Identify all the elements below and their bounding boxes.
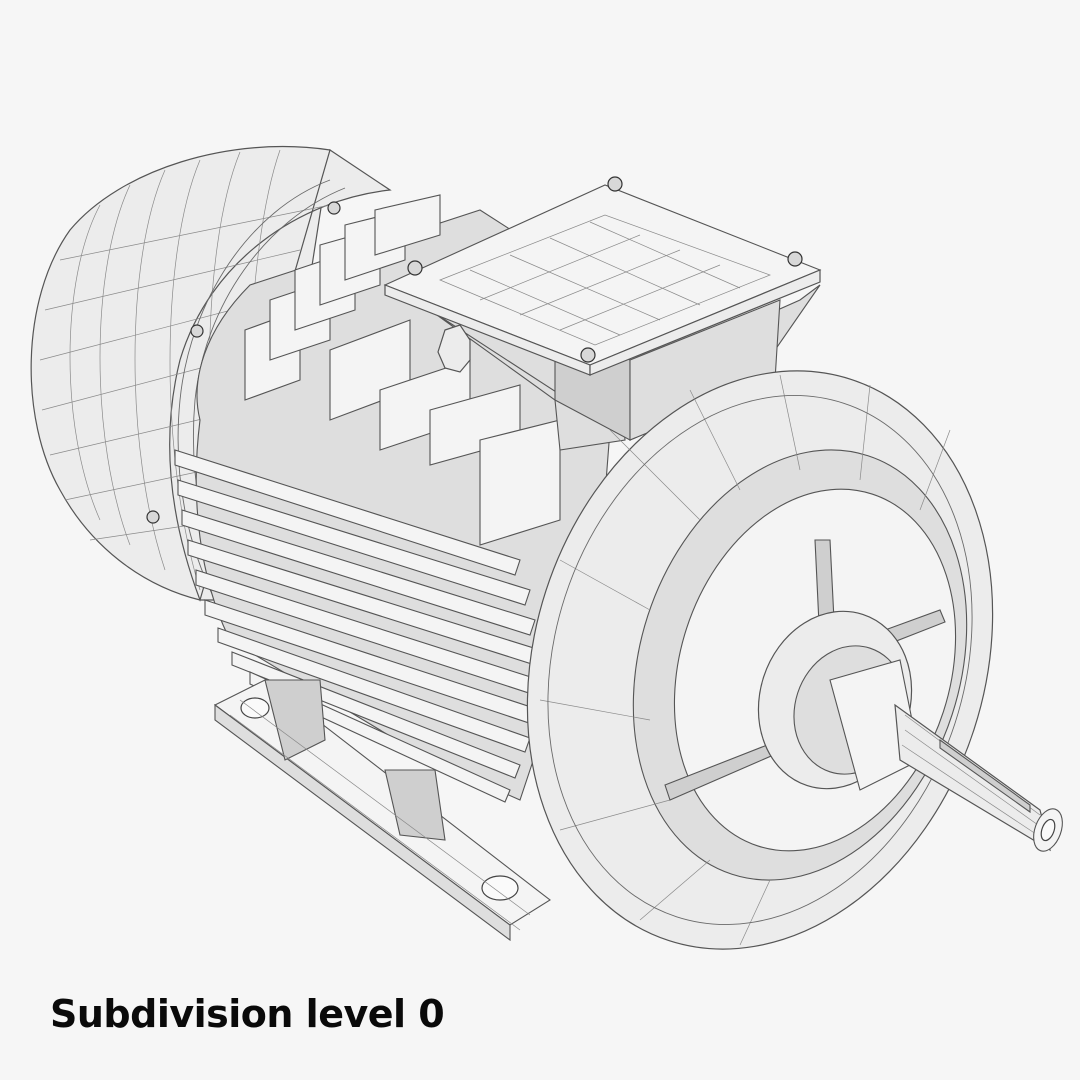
mount-hole-rear (240, 697, 270, 719)
mounting-foot (213, 679, 551, 942)
lid-bolt-icon (580, 347, 596, 363)
lid-bolt-icon (607, 176, 623, 192)
housing-bolt-icon (190, 324, 204, 338)
finned-housing (174, 194, 621, 803)
lid-bolt-icon (407, 260, 423, 276)
top-fins (244, 194, 561, 546)
terminal-box (383, 176, 822, 451)
mount-hole-front (481, 875, 519, 901)
cable-gland (437, 324, 471, 373)
housing-bolt-icon (146, 510, 160, 524)
motor-shaft (829, 659, 1063, 852)
lid-bolt-icon (787, 251, 803, 267)
subdivision-caption: Subdivision level 0 (50, 992, 445, 1036)
housing-bolt-icon (327, 201, 341, 215)
